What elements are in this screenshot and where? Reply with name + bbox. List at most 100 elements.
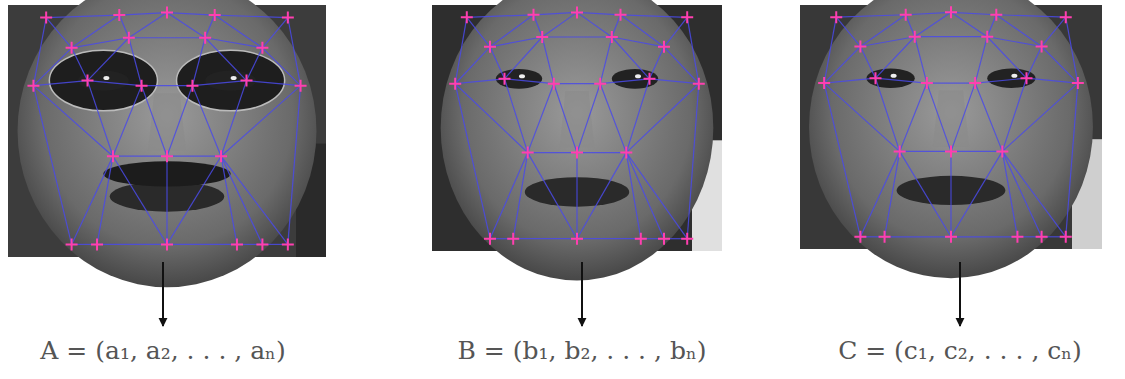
landmark-marker (870, 72, 882, 84)
eye-glint (103, 76, 109, 80)
mesh-line (664, 17, 687, 47)
mesh-line (612, 15, 621, 37)
mesh-line (650, 79, 699, 84)
landmark-marker (113, 9, 125, 21)
mesh-line (626, 153, 664, 239)
mesh-line (900, 83, 927, 151)
mesh-line (167, 13, 205, 38)
mesh-line (650, 47, 665, 79)
landmark-marker (969, 77, 981, 89)
mesh-line (860, 15, 905, 47)
mesh-line (505, 79, 554, 84)
mesh-line (167, 13, 215, 16)
mesh-line (1002, 151, 1065, 236)
glasses-lens (177, 50, 285, 110)
mesh-line (129, 38, 142, 86)
landmark-marker (295, 80, 307, 92)
mesh-line (951, 151, 1002, 236)
mesh-line (542, 12, 577, 37)
landmark-marker (681, 233, 693, 245)
landmark-marker (82, 75, 94, 87)
mesh-line (1002, 151, 1041, 236)
landmark-marker (693, 78, 705, 90)
mesh-line (836, 17, 860, 46)
down-arrow (162, 262, 164, 326)
mesh-line (621, 15, 665, 47)
mesh-line (490, 15, 534, 47)
mesh-line (72, 48, 88, 81)
landmark-marker (282, 238, 294, 250)
mesh-line (687, 84, 699, 239)
mesh-line (951, 151, 1002, 152)
eye (78, 71, 129, 91)
landmark-marker (620, 147, 632, 159)
mesh-line (951, 12, 987, 36)
face-image (432, 0, 722, 281)
mesh-line (490, 47, 505, 79)
landmark-marker (66, 238, 78, 250)
landmark-marker (522, 147, 534, 159)
mesh-line (687, 17, 699, 83)
mesh-line (885, 236, 951, 237)
mesh-line (975, 37, 987, 83)
mesh-line (166, 156, 167, 244)
mesh-line (975, 78, 1026, 83)
mesh-line (467, 15, 534, 17)
landmark-marker (854, 231, 866, 243)
landmark-marker (879, 231, 891, 243)
mesh-line (46, 18, 71, 48)
mesh-line (221, 156, 262, 244)
mesh-line (528, 152, 577, 153)
landmark-marker (945, 231, 957, 243)
mesh-line (142, 86, 167, 157)
mesh-line (113, 156, 167, 244)
vector-label: A = (a₁, a₂, . . . , aₙ) (40, 336, 285, 366)
landmark-marker (990, 9, 1002, 21)
eye (987, 68, 1035, 88)
landmark-marker (681, 11, 693, 23)
down-arrow (581, 262, 583, 326)
landmark-marker (91, 238, 103, 250)
mesh-line (987, 37, 1026, 78)
face-shape (809, 0, 1093, 278)
mesh-line (490, 153, 528, 239)
mesh-line (513, 238, 577, 239)
landmark-marker (818, 77, 830, 89)
landmark-marker (909, 31, 921, 43)
face-image (800, 0, 1102, 278)
mesh-line (455, 84, 490, 239)
mesh-line (455, 84, 528, 153)
landmark-marker (571, 147, 583, 159)
mesh-line (505, 37, 543, 79)
mesh-line (860, 46, 875, 78)
landmark-marker (461, 11, 473, 23)
mesh-line (1002, 83, 1078, 151)
landmark-marker (199, 32, 211, 44)
mesh-line (167, 244, 237, 245)
mesh-line (987, 15, 996, 37)
mesh-line (600, 79, 649, 84)
mesh-line (1042, 17, 1066, 46)
landmark-marker (594, 78, 606, 90)
mesh-line (88, 38, 129, 81)
mesh-line (1027, 78, 1078, 83)
landmark-marker (635, 233, 647, 245)
mesh-line (950, 151, 951, 236)
mesh-line (221, 156, 237, 244)
landmark-marker (830, 11, 842, 23)
landmark-marker (136, 80, 148, 92)
mesh-line (554, 84, 577, 153)
mesh-line (142, 85, 193, 86)
mesh-line (467, 17, 490, 47)
landmark-marker (900, 9, 912, 21)
eye-glint (891, 74, 897, 78)
mesh-line (996, 15, 1065, 17)
mesh-line (97, 156, 113, 244)
landmark-marker (27, 80, 39, 92)
mesh-line (33, 81, 87, 86)
mesh-line (577, 238, 641, 239)
landmark-marker (548, 78, 560, 90)
mesh-line (577, 84, 600, 153)
landmark-marker (996, 145, 1008, 157)
mesh-line (577, 12, 612, 37)
